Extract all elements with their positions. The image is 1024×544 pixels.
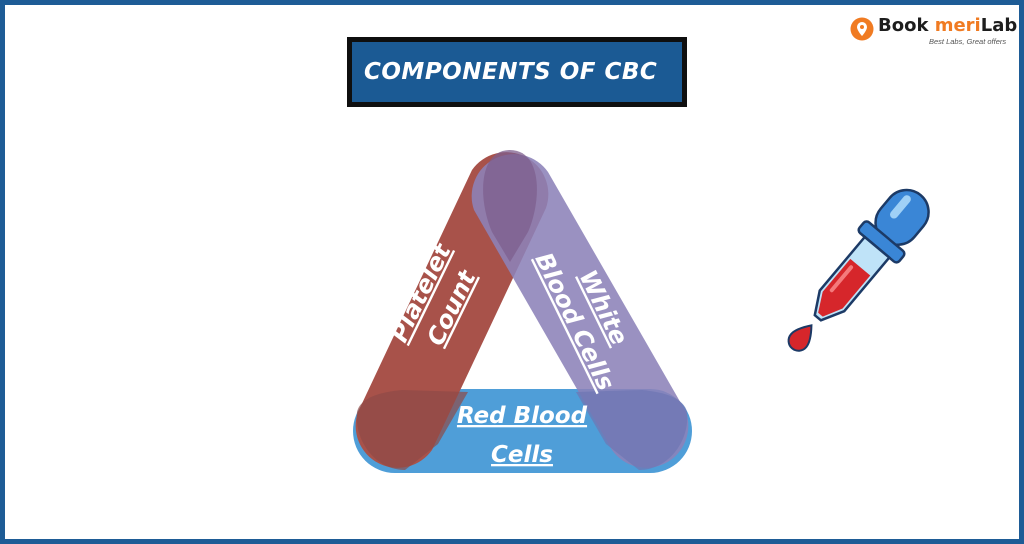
top-overlap bbox=[483, 150, 537, 262]
rbc-label-line2: Cells bbox=[491, 442, 553, 468]
logo-pin-icon bbox=[850, 17, 874, 41]
logo-wordmark: Book meriLab bbox=[878, 15, 1017, 36]
right-overlap bbox=[576, 390, 688, 470]
title-box: COMPONENTS OF CBC bbox=[347, 37, 687, 107]
left-overlap bbox=[356, 390, 468, 470]
dropper-icon bbox=[787, 188, 930, 352]
brand-logo[interactable]: Book meriLab Best Labs, Great offers bbox=[850, 14, 1017, 48]
logo-word-book: Book bbox=[878, 15, 929, 36]
logo-tagline: Best Labs, Great offers bbox=[929, 37, 1007, 46]
logo-word-lab: Lab bbox=[980, 15, 1018, 36]
rbc-label-line1: Red Blood bbox=[457, 403, 588, 429]
title-inner: COMPONENTS OF CBC bbox=[352, 42, 682, 102]
rbc-label: Red Blood Cells bbox=[457, 403, 588, 468]
logo-word-meri: meri bbox=[934, 15, 981, 36]
page-title: COMPONENTS OF CBC bbox=[364, 59, 658, 85]
